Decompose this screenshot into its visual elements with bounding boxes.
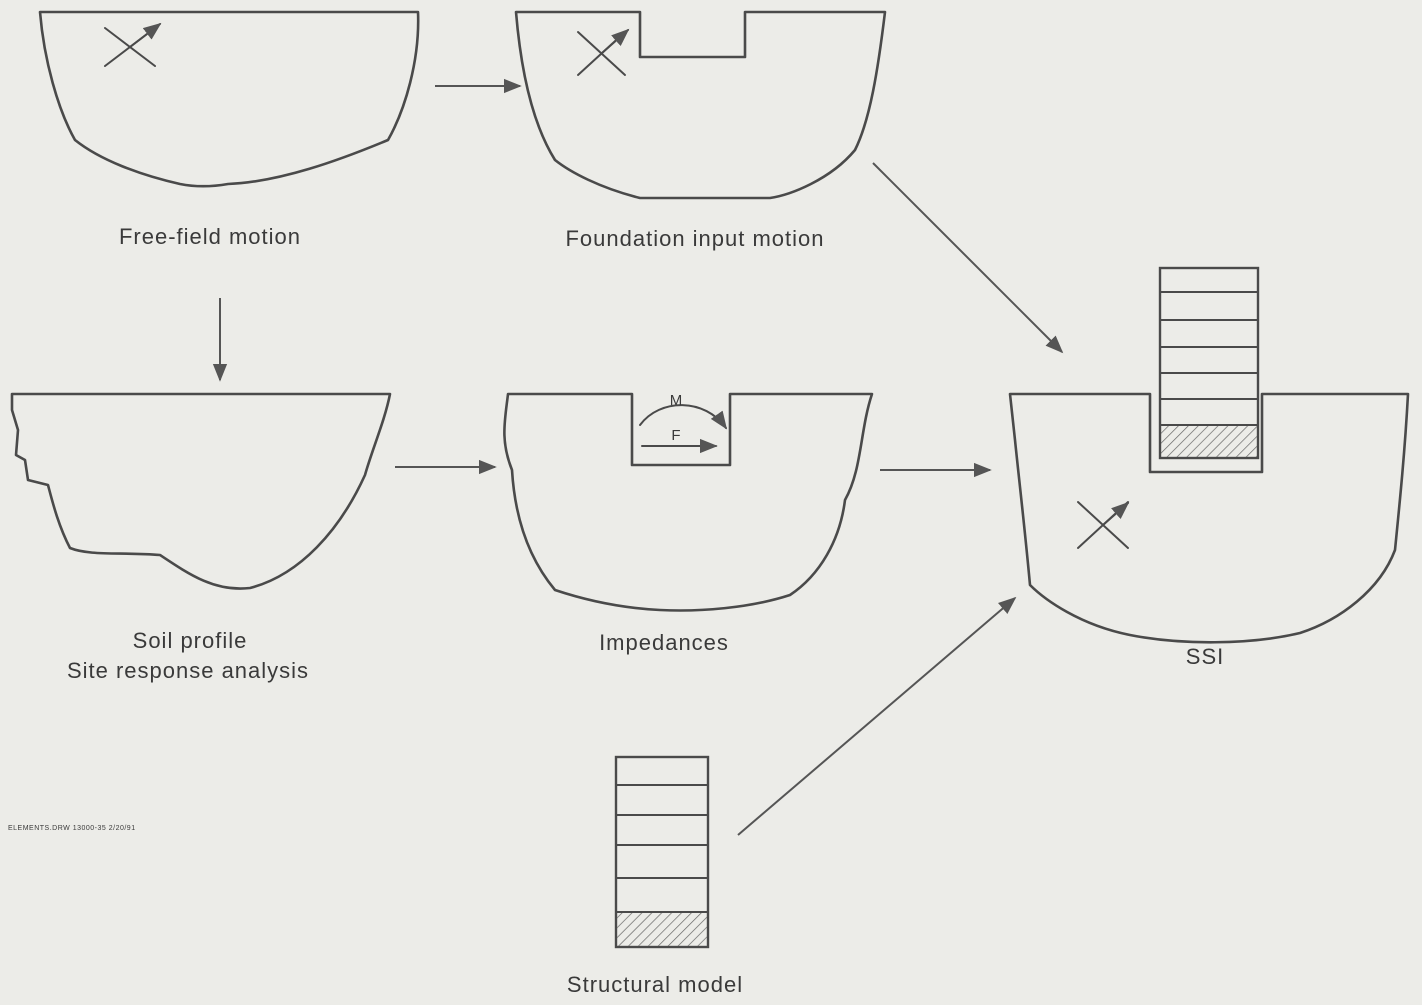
free-field-label: Free-field motion [119, 224, 301, 249]
foundation-input-label: Foundation input motion [565, 226, 824, 251]
soil-profile [10, 392, 392, 590]
motion-cross-icon [577, 28, 630, 76]
soil-profile-label: Soil profile [133, 628, 248, 653]
motion-cross-icon [104, 22, 162, 67]
ssi-soil [1008, 266, 1410, 644]
foundation-input-soil [514, 10, 887, 200]
arrow-foundation-to-ssi [872, 162, 1064, 354]
structural-model-label: Structural model [567, 972, 743, 997]
force-label: F [671, 427, 680, 444]
file-reference: ELEMENTS.DRW 13000-35 2/20/91 [8, 825, 136, 832]
ssi-structure [1158, 266, 1260, 460]
moment-label: M [670, 392, 683, 409]
site-response-label: Site response analysis [67, 658, 309, 683]
arrow-structure-to-ssi [737, 596, 1017, 836]
free-field-soil [38, 10, 420, 188]
moment-arrow [639, 404, 728, 430]
motion-cross-icon [1077, 501, 1130, 549]
impedances-soil [503, 392, 874, 612]
impedances-label: Impedances [599, 630, 729, 655]
ssi-label: SSI [1186, 644, 1224, 669]
structural-model [614, 755, 710, 949]
